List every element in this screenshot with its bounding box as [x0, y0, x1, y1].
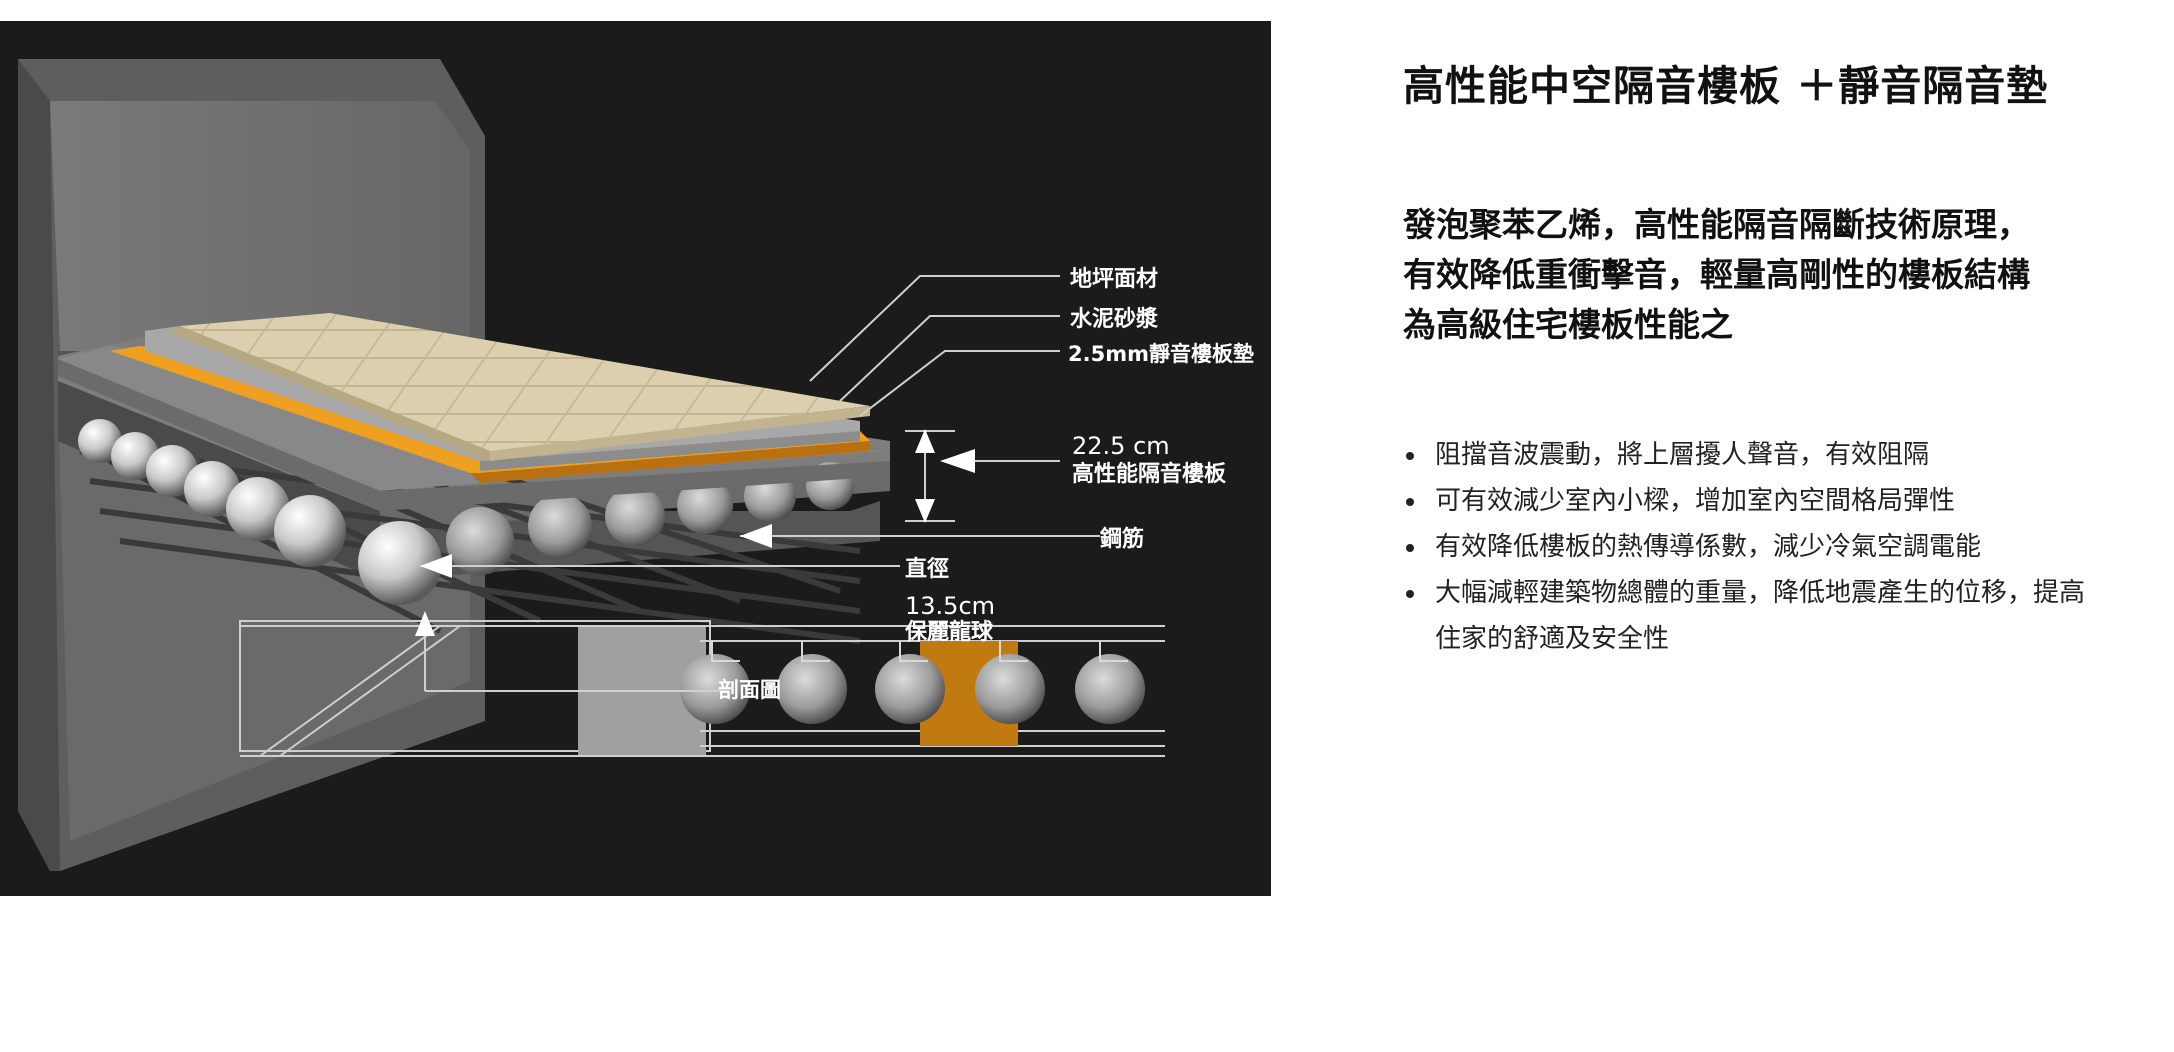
page-title: 高性能中空隔音樓板 ＋靜音隔音墊: [1403, 62, 2049, 110]
label-ball: 保麗龍球: [904, 619, 994, 645]
label-section: 剖面圖: [718, 678, 781, 702]
leader-lines: [420, 275, 1100, 692]
label-slab: 高性能隔音樓板: [1072, 461, 1227, 487]
slab-diagram: 地坪面材 水泥砂漿 2.5mm靜音樓板墊 22.5 cm 高性能隔音樓板 鋼筋 …: [0, 21, 1271, 896]
feature-list: 阻擋音波震動，將上層擾人聲音，有效阻隔 可有效減少室內小樑，增加室內空間格局彈性…: [1403, 432, 2103, 662]
label-pad: 2.5mm靜音樓板墊: [1068, 342, 1254, 366]
label-ball-size: 13.5cm: [905, 592, 995, 620]
floor-tiles: [170, 313, 870, 461]
label-mortar: 水泥砂漿: [1070, 306, 1159, 332]
label-floor-finish: 地坪面材: [1070, 267, 1158, 292]
subtitle-line: 發泡聚苯乙烯，高性能隔音隔斷技術原理，: [1403, 205, 2030, 244]
feature-item: 大幅減輕建築物總體的重量，降低地震產生的位移，提高住家的舒適及安全性: [1403, 570, 2103, 662]
subtitle: 發泡聚苯乙烯，高性能隔音隔斷技術原理， 有效降低重衝擊音，輕量高剛性的樓板結構 …: [1403, 200, 2103, 350]
slab-illustration: 地坪面材 水泥砂漿 2.5mm靜音樓板墊 22.5 cm 高性能隔音樓板 鋼筋 …: [18, 59, 1254, 871]
section-view: [239, 620, 1165, 757]
label-diameter: 直徑: [905, 556, 949, 582]
subtitle-line: 為高級住宅樓板性能之: [1403, 305, 1733, 344]
feature-item: 阻擋音波震動，將上層擾人聲音，有效阻隔: [1403, 432, 2103, 478]
subtitle-line: 有效降低重衝擊音，輕量高剛性的樓板結構: [1403, 255, 2030, 294]
info-panel: 高性能中空隔音樓板 ＋靜音隔音墊 發泡聚苯乙烯，高性能隔音隔斷技術原理， 有效降…: [1403, 52, 2103, 662]
label-thickness: 22.5 cm: [1072, 432, 1170, 460]
feature-item: 有效降低樓板的熱傳導係數，減少冷氣空調電能: [1403, 524, 2103, 570]
feature-item: 可有效減少室內小樑，增加室內空間格局彈性: [1403, 478, 2103, 524]
label-rebar: 鋼筋: [1099, 526, 1144, 552]
arrowheads: [415, 429, 975, 636]
